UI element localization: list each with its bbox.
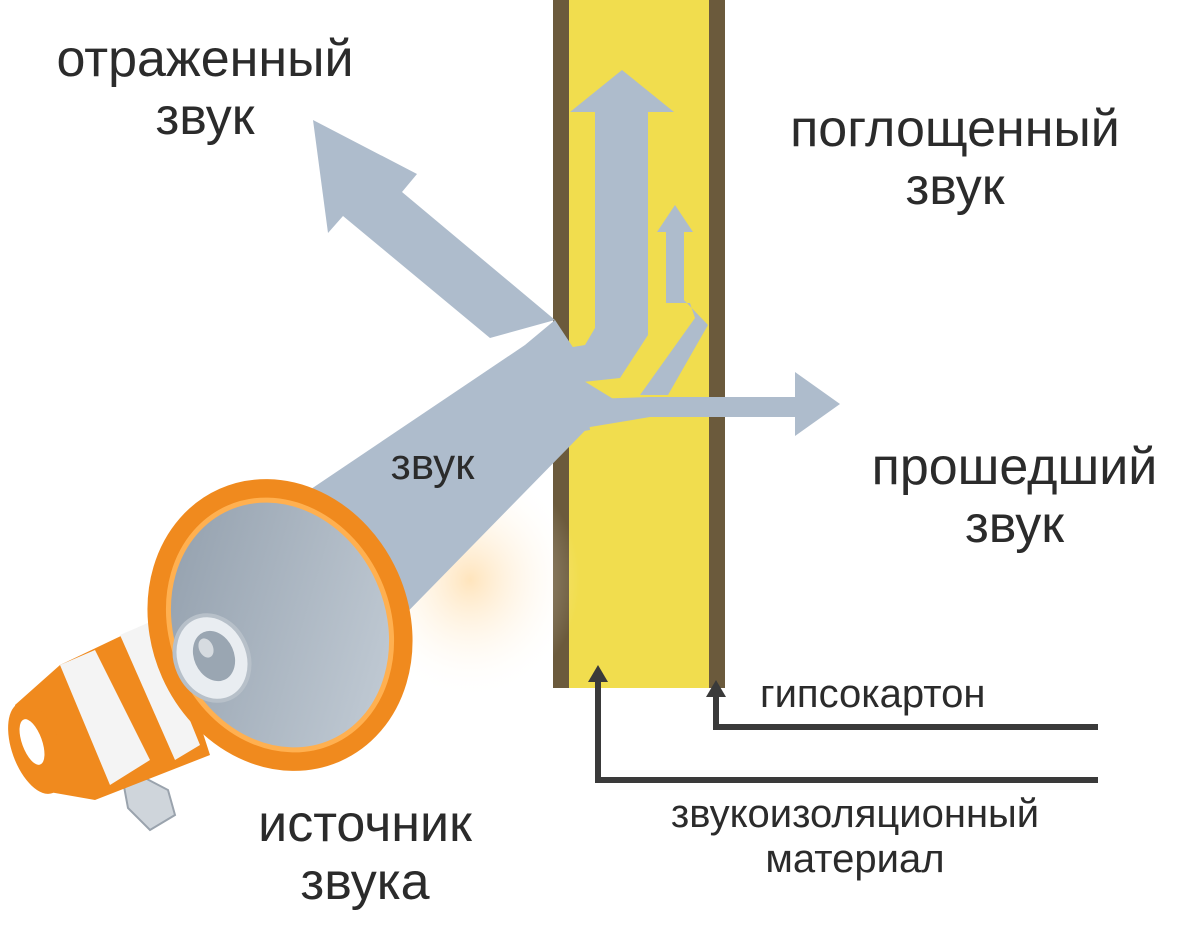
absorbed-sound-arrow [555, 70, 674, 385]
transmitted-sound-label-line2: звук [964, 496, 1065, 555]
insulation-material-label-line1: звукоизоляционный [670, 792, 1040, 836]
transmitted-sound-arrow [560, 372, 840, 436]
drywall-label: гипсокартон [760, 672, 986, 716]
pointer-insulation-arrowhead [588, 665, 608, 682]
absorbed-sound-arrow-small [640, 205, 708, 395]
pointer-insulation [595, 675, 1098, 783]
pointer-drywall [713, 690, 1098, 730]
sound-source-label-line2: звука [300, 853, 430, 912]
sound-label: звук [390, 440, 475, 489]
transmitted-sound-label-line1: прошедший [871, 438, 1158, 496]
absorbed-sound-label: поглощенный звук [730, 100, 1180, 216]
reflected-sound-label-line1: отраженный [56, 30, 354, 88]
megaphone-icon [8, 479, 413, 832]
transmitted-sound-label: прошедший звук [822, 438, 1200, 554]
sound-source-label: источник звука [210, 795, 520, 911]
sound-source-label-line1: источник [258, 795, 472, 853]
drywall-right-layer [709, 0, 725, 688]
reflected-sound-arrow [313, 120, 555, 338]
pointer-drywall-arrowhead [706, 680, 726, 697]
reflected-sound-label: отраженный звук [5, 30, 405, 146]
insulation-material-label-line2: материал [765, 836, 945, 881]
reflected-sound-label-line2: звук [155, 88, 255, 147]
absorbed-sound-label-line1: поглощенный [790, 100, 1120, 158]
insulation-material-label: звукоизоляционный материал [600, 792, 1110, 882]
absorbed-sound-label-line2: звук [905, 158, 1005, 217]
